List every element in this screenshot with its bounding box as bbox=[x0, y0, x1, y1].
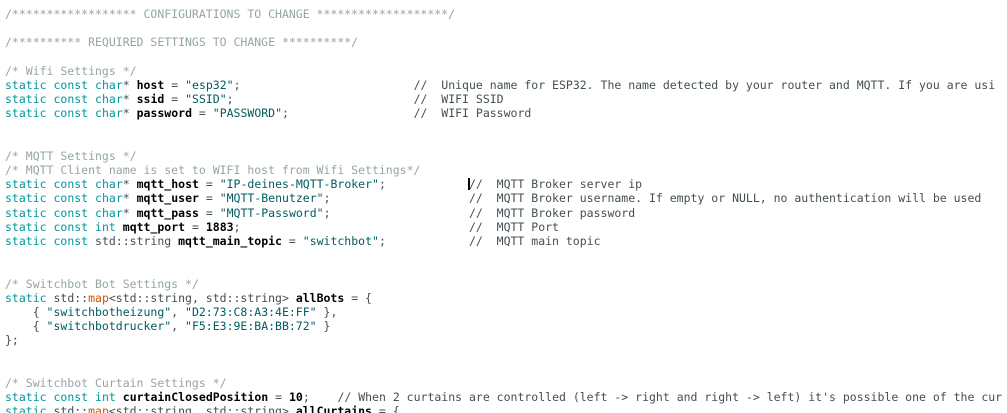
code-line: { "switchbotheizung", "D2:73:C8:A3:4E:FF… bbox=[5, 304, 338, 319]
code-line: static const int mqtt_port = 1883; // MQ… bbox=[5, 219, 559, 234]
code-line: /********** REQUIRED SETTINGS TO CHANGE … bbox=[5, 35, 359, 50]
code-line bbox=[5, 262, 1007, 276]
code-line: /* Wifi Settings */ bbox=[5, 63, 137, 78]
code-line: /* MQTT Settings */ bbox=[5, 148, 137, 163]
code-line: static std::map<std::string, std::string… bbox=[5, 290, 372, 305]
code-line bbox=[5, 348, 1007, 362]
code-line: static const char* mqtt_pass = "MQTT-Pas… bbox=[5, 205, 636, 220]
code-line: /****************** CONFIGURATIONS TO CH… bbox=[5, 7, 456, 21]
code-line: /* Switchbot Bot Settings */ bbox=[5, 276, 199, 291]
code-line: static std::map<std::string, std::string… bbox=[5, 404, 400, 413]
code-line: { "switchbotdrucker", "F5:E3:9E:BA:BB:72… bbox=[5, 319, 331, 334]
code-line: }; bbox=[5, 333, 19, 348]
code-line: static const char* password = "PASSWORD"… bbox=[5, 106, 532, 121]
text-caret bbox=[467, 178, 470, 191]
code-line: static const char* mqtt_user = "MQTT-Ben… bbox=[5, 191, 982, 206]
code-line: static const char* mqtt_host = "IP-deine… bbox=[5, 177, 643, 192]
code-line bbox=[5, 21, 1007, 35]
code-line bbox=[5, 362, 1007, 376]
code-line: static const std::string mqtt_main_topic… bbox=[5, 234, 601, 248]
code-line: static const char* ssid = "SSID"; // WIF… bbox=[5, 92, 504, 107]
code-line bbox=[5, 135, 1007, 149]
code-line bbox=[5, 50, 1007, 64]
code-line: /* Switchbot Curtain Settings */ bbox=[5, 375, 227, 390]
code-line: /* MQTT Client name is set to WIFI host … bbox=[5, 163, 421, 178]
code-line bbox=[5, 248, 1007, 262]
code-line: static const int curtainClosedPosition =… bbox=[5, 390, 1003, 405]
code-line: static const char* host = "esp32"; // Un… bbox=[5, 77, 996, 92]
code-line bbox=[5, 121, 1007, 135]
